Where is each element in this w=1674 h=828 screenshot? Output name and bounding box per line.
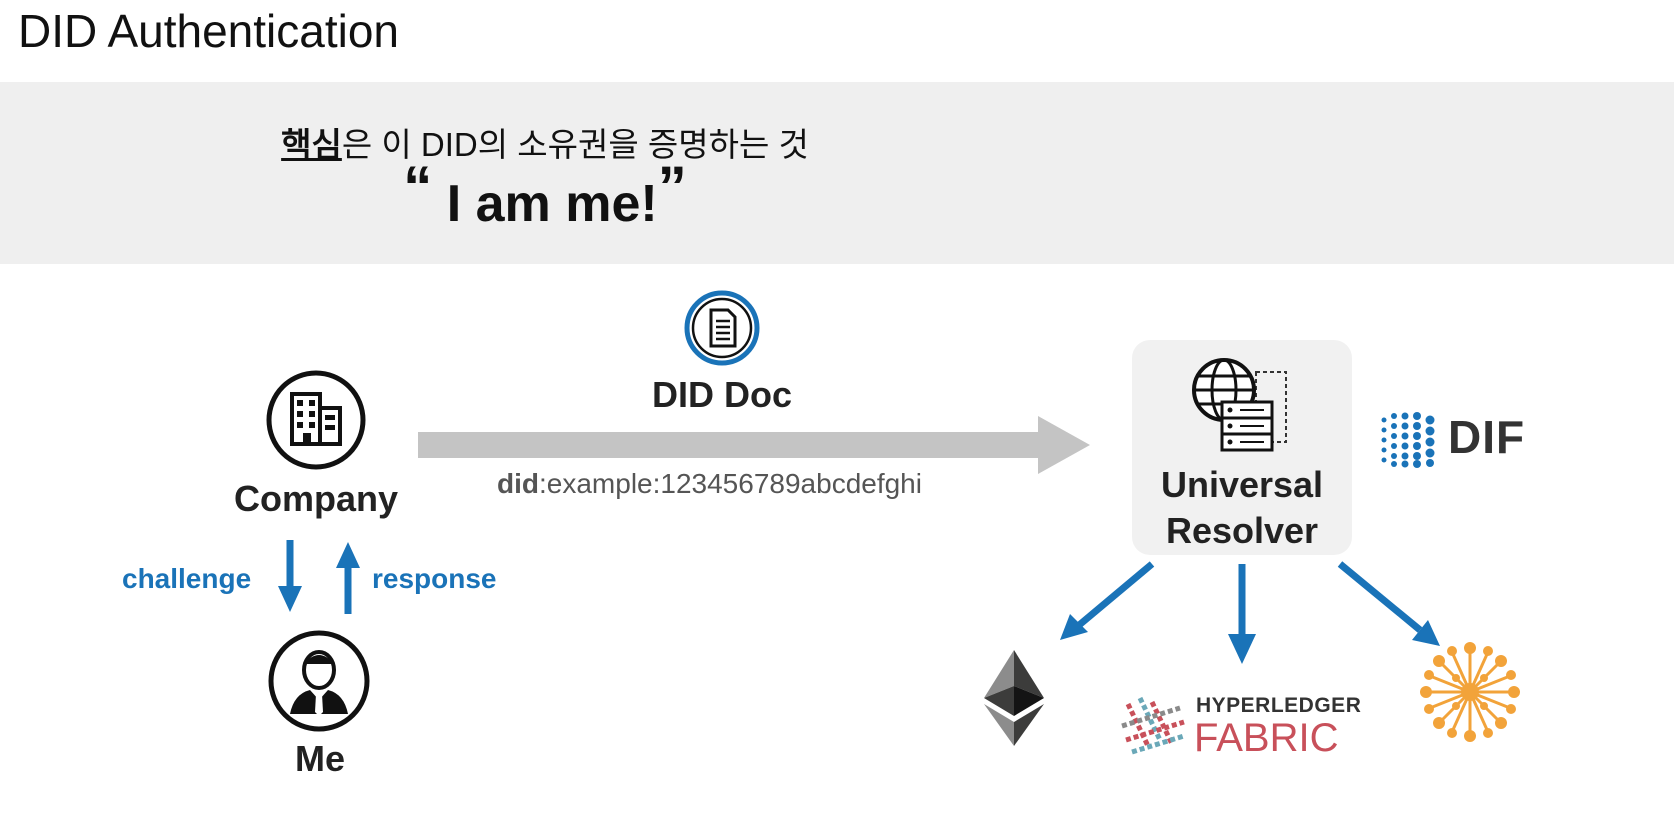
document-icon — [684, 290, 760, 366]
ethereum-logo-icon — [984, 650, 1044, 746]
headline-text: 은 이 DID의 소유권을 증명하는 것 — [341, 126, 809, 163]
sovrin-network-icon — [1420, 642, 1520, 742]
resolver-arrow-fabric — [1228, 564, 1256, 664]
challenge-arrow — [278, 540, 302, 612]
resolver-arrow-ethereum — [1060, 561, 1155, 640]
resolver-arrow-sovrin — [1337, 561, 1440, 646]
me-label: Me — [294, 738, 345, 779]
company-label: Company — [233, 478, 399, 519]
response-arrow — [336, 542, 360, 614]
person-avatar-icon — [268, 630, 370, 732]
resolver-line2: Resolver — [1165, 510, 1319, 551]
did-resolution-arrow — [418, 416, 1090, 474]
globe-server-icon — [1192, 358, 1287, 452]
fabric-label: FABRIC — [1194, 716, 1339, 760]
headline-emphasis: 핵심 — [281, 126, 342, 163]
did-identifier: did:example:123456789abcdefghi — [497, 468, 922, 500]
banner — [0, 82, 1674, 264]
response-label: response — [372, 563, 497, 594]
did-rest: :example:123456789abcdefghi — [539, 468, 922, 499]
office-building-icon — [266, 370, 366, 470]
banner-quote: “ I am me!” — [0, 155, 1090, 235]
dif-dots-icon — [1381, 412, 1435, 468]
quote-text: I am me! — [432, 175, 658, 233]
hyperledger-label: HYPERLEDGER — [1196, 694, 1362, 717]
challenge-label: challenge — [122, 563, 252, 594]
banner-headline: 핵심은 이 DID의 소유권을 증명하는 것 — [0, 118, 1090, 166]
quote-close-mark: ” — [657, 155, 687, 220]
page-title: DID Authentication — [18, 5, 400, 57]
did-doc-label: DID Doc — [651, 374, 792, 415]
quote-open-mark: “ — [403, 155, 433, 220]
dif-logo-text: DIF — [1448, 411, 1526, 463]
resolver-line1: Universal — [1160, 464, 1324, 505]
did-prefix: did — [497, 468, 539, 499]
fabric-weave-icon — [1121, 696, 1185, 755]
